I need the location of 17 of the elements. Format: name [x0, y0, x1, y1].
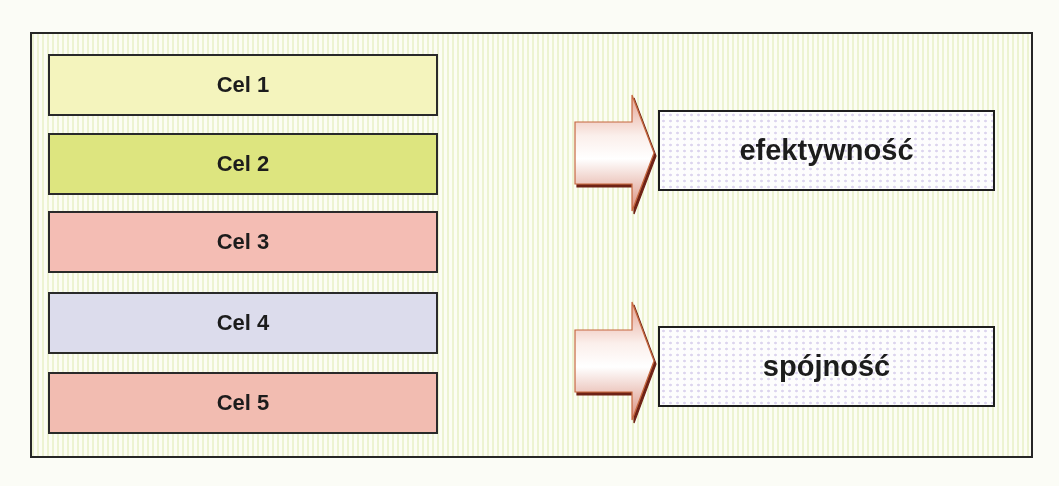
goal-label: Cel 5 [216, 390, 270, 416]
goal-label: Cel 2 [216, 151, 270, 177]
goal-label: Cel 4 [216, 310, 270, 336]
outcome-label: efektywność [739, 133, 914, 168]
goal-bar [48, 133, 438, 195]
goal-bar [48, 292, 438, 354]
outcome-box [658, 326, 995, 407]
block-arrow [574, 94, 655, 212]
outcome-label: spójność [762, 349, 891, 384]
frame-panel [30, 32, 1033, 458]
goal-bar [48, 372, 438, 434]
goal-label: Cel 1 [216, 72, 270, 98]
block-arrow [574, 301, 655, 421]
outcome-box [658, 110, 995, 191]
goal-bar [48, 54, 438, 116]
goal-bar [48, 211, 438, 273]
goal-label: Cel 3 [216, 229, 270, 255]
